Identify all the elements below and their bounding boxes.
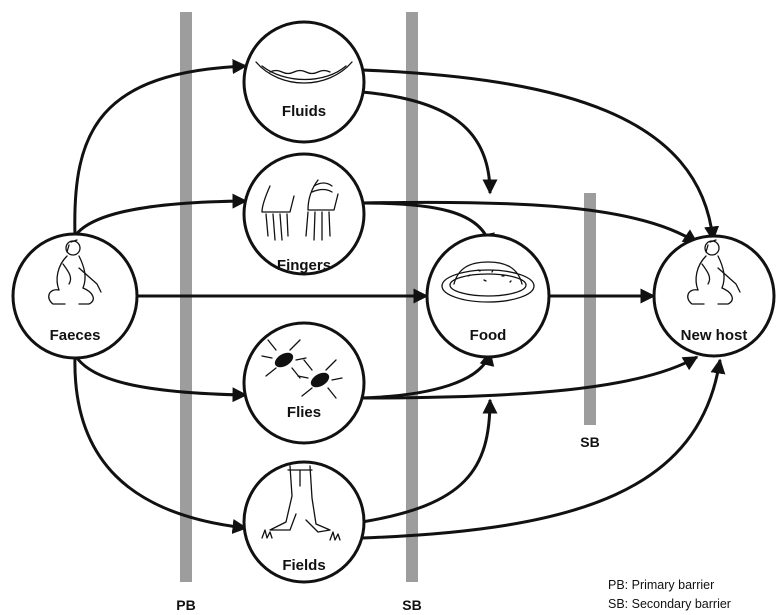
node-fluids: Fluids [242,20,366,144]
edge-fluids-to-new-host [361,68,720,242]
barrier-label-sb: SB [402,597,421,613]
node-label-food: Food [470,327,507,344]
secondary-barrier-bar-small [584,193,596,425]
edge-fields-to-new-host [361,358,726,540]
node-fields: Fields [242,460,366,584]
edge-faeces-to-flies [73,354,248,403]
edges [73,59,726,540]
legend-line-primary: PB: Primary barrier [608,578,714,592]
node-label-flies: Flies [287,404,321,421]
edge-fingers-to-new-host [361,200,699,245]
squatting-person-icon [48,239,102,305]
node-faeces: Faeces [11,232,139,360]
flies-icon [261,339,343,399]
squatting-person-icon [687,239,741,305]
legs-in-grass-icon [261,465,341,541]
plate-of-food-icon [441,261,535,303]
node-label-fields: Fields [282,557,325,574]
legend-line-secondary: SB: Secondary barrier [608,597,731,611]
edge-fluids-to-food [361,90,498,195]
edge-faeces-to-fluids [73,59,248,237]
legend: PB: Primary barrier SB: Secondary barrie… [608,578,731,611]
node-label-new-host: New host [681,327,748,344]
node-new-host: New host [652,234,776,358]
node-label-fluids: Fluids [282,103,326,120]
node-fingers: Fingers [242,152,366,276]
edge-faeces-to-fields [73,354,248,534]
edge-flies-to-food [359,350,495,400]
barrier-label-sb-small: SB [580,434,599,450]
edge-faeces-to-fingers [73,193,248,237]
node-label-faeces: Faeces [50,327,101,344]
node-label-fingers: Fingers [277,257,331,274]
edge-flies-to-new-host [359,355,699,400]
hands-icon [261,179,339,241]
barrier-label-pb: PB [176,597,195,613]
water-pool-icon [255,61,353,84]
node-flies: Flies [242,321,366,445]
node-food: Food [425,233,551,359]
edge-fields-to-food [361,398,498,524]
